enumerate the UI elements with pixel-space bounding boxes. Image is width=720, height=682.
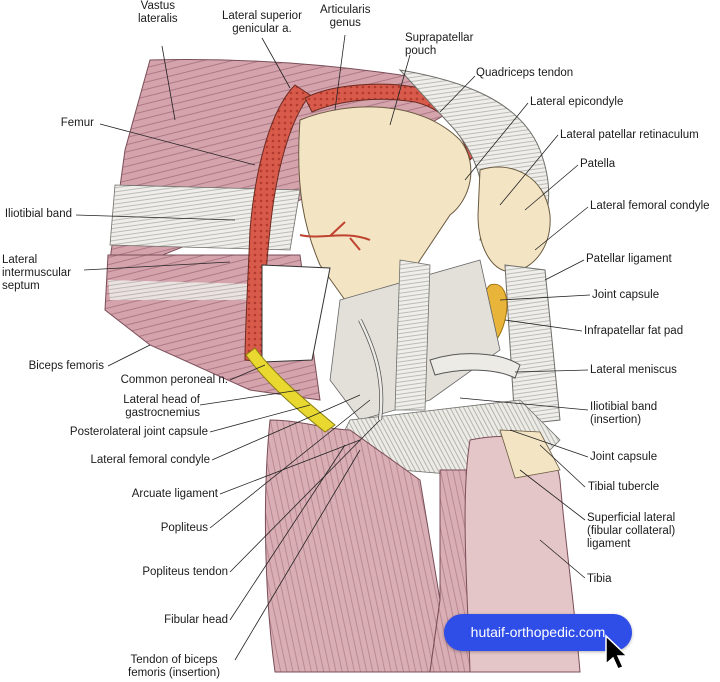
label-lateral-femoral-condyle-right: Lateral femoral condyle [590,200,710,212]
label-suprapatellar-pouch: Suprapatellar pouch [405,32,474,57]
watermark-link[interactable]: hutaif-orthopedic.com [444,614,632,651]
label-popliteus-tendon: Popliteus tendon [142,566,228,578]
label-tibia: Tibia [587,573,612,585]
mouse-cursor-icon [605,634,629,670]
leader-lines [75,34,591,661]
label-tibial-tubercle: Tibial tubercle [588,481,660,493]
label-biceps-femoris: Biceps femoris [28,360,104,372]
label-tendon-biceps-femoris: Tendon of biceps femoris (insertion) [128,654,221,679]
label-iliotibial-band: Iliotibial band [4,208,72,220]
label-quadriceps-tendon: Quadriceps tendon [476,67,574,79]
label-common-peroneal: Common peroneal n. [120,374,228,386]
label-posterolateral-joint-capsule: Posterolateral joint capsule [69,426,208,438]
label-lateral-patellar-retinaculum: Lateral patellar retinaculum [560,129,699,141]
label-superficial-lateral-ligament: Superficial lateral (fibular collateral)… [587,512,676,550]
label-lateral-femoral-condyle-left: Lateral femoral condyle [90,454,210,466]
label-lateral-superior-genicular: Lateral superior genicular a. [222,10,302,35]
label-patellar-ligament: Patellar ligament [586,253,672,265]
label-lateral-intermuscular-septum: Lateral intermuscular septum [2,254,72,292]
label-iliotibial-band-insertion: Iliotibial band (insertion) [590,401,658,426]
label-femur: Femur [60,117,94,129]
label-lateral-head-gastrocnemius: Lateral head of gastrocnemius [123,394,200,419]
label-lateral-meniscus: Lateral meniscus [590,364,677,376]
label-popliteus: Popliteus [160,522,208,534]
label-fibular-head: Fibular head [164,614,228,626]
label-lateral-epicondyle: Lateral epicondyle [530,96,624,108]
label-vastus-lateralis: Vastus lateralis [138,0,178,25]
label-arcuate-ligament: Arcuate ligament [131,488,218,500]
label-patella: Patella [580,158,616,170]
label-infrapatellar-fat-pad: Infrapatellar fat pad [584,325,684,337]
label-joint-capsule-lower: Joint capsule [590,451,658,463]
label-articularis-genus: Articularis genus [320,4,371,29]
label-joint-capsule-upper: Joint capsule [592,289,660,301]
